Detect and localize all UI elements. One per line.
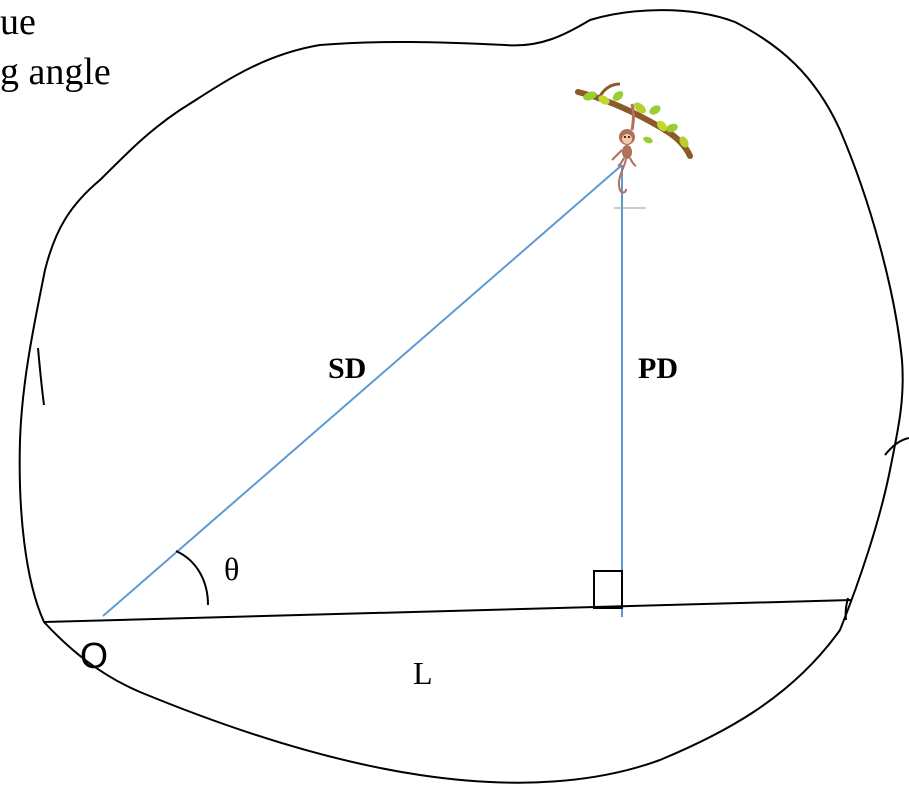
- monkey-on-branch-icon: [575, 82, 693, 209]
- angle-arc: [175, 550, 209, 606]
- slope-distance-line: [102, 164, 623, 617]
- title-line-1: ue: [0, 1, 36, 43]
- ground-line: [43, 599, 853, 623]
- theta-label: θ: [224, 551, 239, 587]
- length-label: L: [413, 655, 433, 691]
- sd-label: SD: [328, 352, 366, 385]
- right-angle-marker: [593, 570, 623, 609]
- title-line-2: g angle: [0, 51, 111, 93]
- origin-label: O: [80, 635, 108, 676]
- pd-label: PD: [638, 352, 678, 385]
- rock-crack-right: [884, 437, 909, 456]
- rock-crack-left: [37, 347, 45, 406]
- rock-outline: [18, 9, 904, 784]
